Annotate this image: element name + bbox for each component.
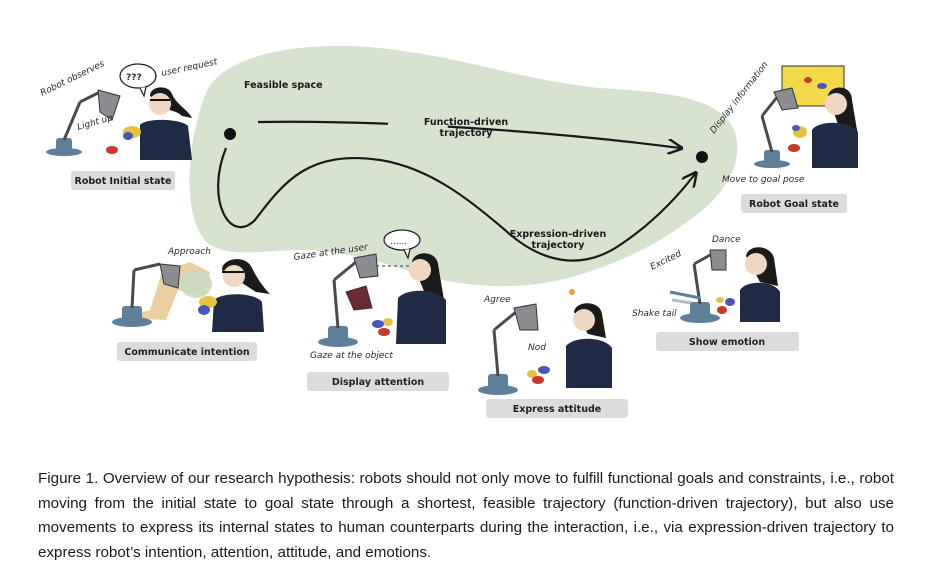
move-to-goal-note: Move to goal pose bbox=[722, 175, 805, 185]
attitude-label-box bbox=[486, 399, 628, 418]
function-driven-trajectory bbox=[257, 120, 680, 148]
attention-scene bbox=[318, 229, 446, 347]
display-information-note: Display information bbox=[708, 60, 770, 136]
initial-state-scene bbox=[46, 63, 192, 160]
agree-note: Agree bbox=[483, 295, 511, 305]
light-up-note: Light up bbox=[76, 113, 114, 133]
goal-state-label-box bbox=[741, 194, 847, 213]
goal-state-scene bbox=[754, 65, 858, 168]
expression-trajectory-label-1: Expression-driven bbox=[510, 229, 607, 240]
goal-state-point bbox=[696, 151, 708, 163]
nod-note: Nod bbox=[528, 343, 546, 353]
initial-state-label: Robot Initial state bbox=[75, 176, 172, 187]
emotion-label-box bbox=[656, 332, 799, 351]
expression-trajectory-label-2: trajectory bbox=[532, 240, 586, 251]
attention-label: Display attention bbox=[332, 377, 424, 388]
shake-tail-note: Shake tail bbox=[632, 309, 677, 319]
function-trajectory-label-1: Function-driven bbox=[424, 117, 509, 128]
attention-label-box bbox=[307, 372, 449, 391]
initial-state-label-box bbox=[71, 171, 175, 190]
approach-note: Approach bbox=[167, 247, 211, 257]
intention-scene bbox=[112, 259, 270, 332]
initial-state-point bbox=[224, 128, 236, 140]
speech-bubble-question: ??? bbox=[126, 73, 142, 83]
expression-driven-trajectory bbox=[217, 147, 695, 262]
figure-illustration: Feasible space Function-driven trajector… bbox=[39, 45, 858, 418]
gaze-at-object-note: Gaze at the object bbox=[310, 351, 393, 361]
ellipsis-bubble: ...... bbox=[390, 237, 407, 247]
function-trajectory-label-2: trajectory bbox=[440, 128, 494, 139]
intention-label: Communicate intention bbox=[124, 347, 250, 358]
goal-state-label: Robot Goal state bbox=[749, 199, 839, 210]
emotion-label: Show emotion bbox=[689, 337, 765, 348]
feasible-space-label: Feasible space bbox=[244, 80, 323, 91]
emotion-scene bbox=[669, 247, 780, 323]
excited-note: Excited bbox=[649, 249, 684, 273]
attitude-scene bbox=[478, 289, 612, 395]
user-request-note: user request bbox=[161, 57, 219, 79]
dance-note: Dance bbox=[712, 235, 741, 245]
attitude-label: Express attitude bbox=[513, 404, 601, 415]
feasible-space-region bbox=[189, 45, 738, 287]
intention-label-box bbox=[117, 342, 257, 361]
figure-caption: Figure 1. Overview of our research hypot… bbox=[38, 470, 894, 561]
